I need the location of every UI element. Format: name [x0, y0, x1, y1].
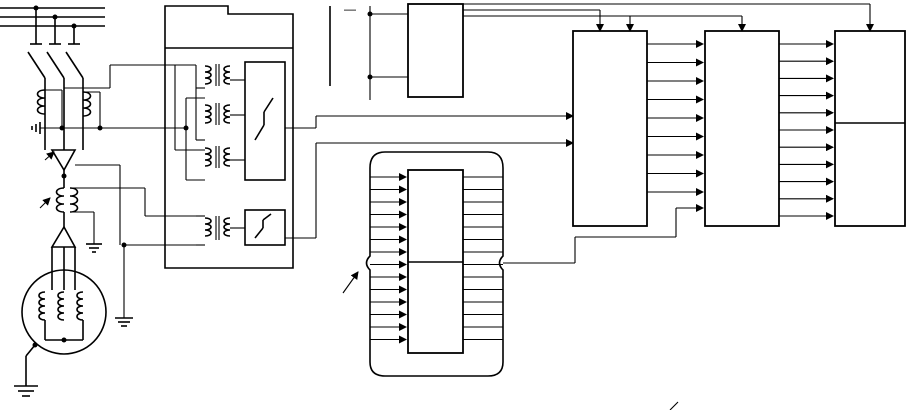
processing-block-1	[572, 30, 704, 227]
input-arrows	[370, 173, 407, 344]
breaker-switches	[27, 51, 84, 150]
dc-supply: —	[329, 2, 464, 100]
power-bus-bars	[0, 5, 105, 45]
corner-mark	[669, 401, 679, 410]
supply-distribution-lines	[463, 3, 874, 32]
voltage-transformer	[39, 149, 196, 253]
transducer-output-lines	[315, 112, 574, 238]
supply-sign-label: —	[344, 2, 356, 16]
output-block	[834, 30, 906, 227]
current-transducer-transformers	[174, 64, 245, 181]
current-transformer-coils	[31, 64, 196, 134]
output-lines	[463, 176, 503, 341]
transducer-cabinet	[164, 5, 316, 269]
processing-block-2	[675, 30, 834, 237]
current-converter-module	[244, 61, 316, 181]
voltage-converter-module	[196, 209, 316, 246]
block1-to-block2-arrows	[647, 40, 704, 196]
generator	[14, 247, 107, 397]
block2-to-block3-arrows	[779, 40, 834, 220]
input-terminal-block	[342, 151, 676, 377]
secondary-wiring	[75, 164, 196, 327]
